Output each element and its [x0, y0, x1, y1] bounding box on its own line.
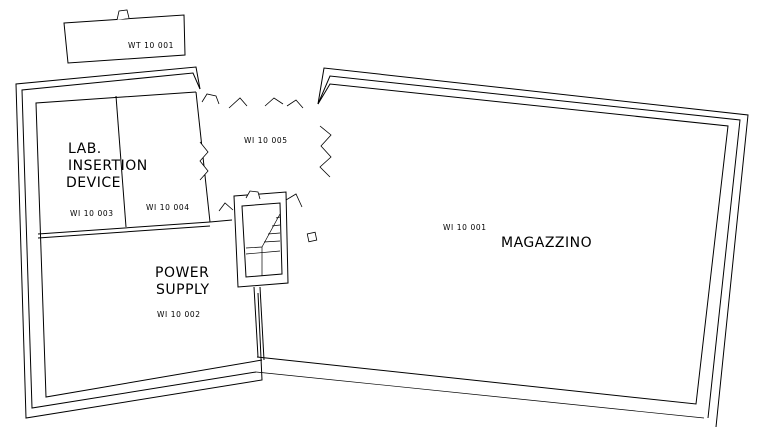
room-name-power-line2: SUPPLY — [156, 282, 210, 298]
room-name-lab-line2: INSERTION — [68, 158, 148, 174]
room-wi-10-004: WI 10 004 — [146, 203, 190, 212]
room-code-wi-10-005: WI 10 005 — [244, 136, 288, 145]
detached-building: WT 10 001 — [63, 9, 186, 64]
right-wing-walls — [255, 67, 749, 427]
room-code-wt-10-001: WT 10 001 — [128, 41, 174, 50]
room-code-wi-10-003: WI 10 003 — [70, 209, 114, 218]
left-wing-walls — [15, 66, 263, 419]
room-name-lab-line1: LAB. — [68, 141, 102, 157]
doors — [199, 93, 332, 243]
room-lab-insertion-device: LAB. INSERTION DEVICE WI 10 003 — [66, 141, 148, 218]
interior-partitions — [37, 91, 265, 361]
room-name-lab-line3: DEVICE — [66, 175, 121, 191]
room-code-wi-10-002: WI 10 002 — [157, 310, 201, 319]
room-code-wi-10-001: WI 10 001 — [443, 223, 487, 232]
room-power-supply: POWER SUPPLY WI 10 002 — [155, 265, 210, 319]
staircase — [233, 190, 289, 288]
room-name-power-line1: POWER — [155, 265, 209, 281]
room-corridor: WI 10 005 — [244, 136, 288, 145]
room-code-wi-10-004: WI 10 004 — [146, 203, 190, 212]
room-magazzino: WI 10 001 MAGAZZINO — [443, 223, 592, 251]
room-name-magazzino: MAGAZZINO — [501, 235, 592, 251]
